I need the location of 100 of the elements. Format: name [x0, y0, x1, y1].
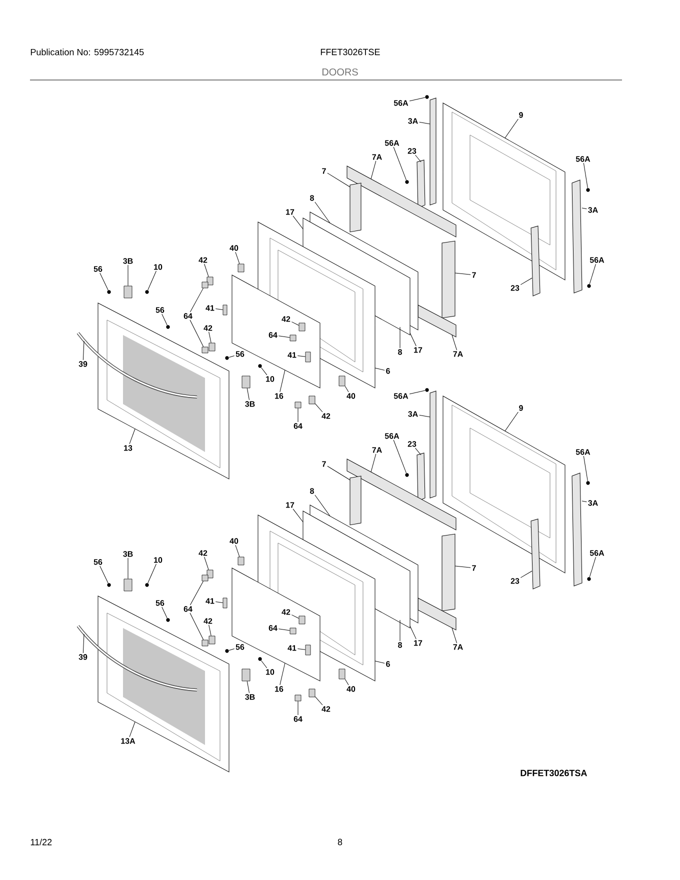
insulation-bar: [418, 598, 456, 630]
leader-line: [204, 264, 209, 278]
bracket: [124, 578, 132, 592]
callout-number: 56: [92, 265, 104, 273]
leader-line: [374, 660, 385, 664]
hinge: [530, 518, 540, 590]
model-number: FFET3026TSE: [320, 48, 380, 56]
bracket: [242, 376, 250, 388]
screw: [425, 95, 429, 99]
callout-number: 3B: [122, 257, 134, 265]
callout-number: 23: [406, 440, 418, 448]
leader-line: [190, 580, 204, 606]
callout-number: 56A: [392, 392, 410, 400]
door-panel: [98, 596, 230, 772]
leader-line: [327, 172, 350, 188]
callout-number: 42: [280, 608, 292, 616]
callout-number: 3A: [406, 117, 420, 125]
insulation-bar: [350, 182, 362, 232]
leader-line: [148, 270, 156, 290]
screw: [258, 364, 262, 368]
callout-number: 42: [202, 617, 214, 625]
leader-line: [190, 288, 204, 312]
pad: [202, 574, 208, 582]
leader-line: [292, 508, 304, 522]
callout-number: 64: [182, 605, 194, 613]
leader-line: [204, 556, 209, 570]
clip: [238, 556, 244, 566]
leader-line: [246, 680, 250, 694]
callout-number: 56A: [384, 432, 400, 440]
clip: [298, 616, 306, 624]
callout-number: 7A: [370, 446, 384, 454]
insulation-bar: [442, 240, 456, 318]
screw: [586, 481, 590, 485]
callout-number: 23: [510, 577, 520, 585]
leader-line: [100, 566, 108, 584]
leader-line: [100, 272, 108, 290]
callout-number: 3A: [586, 206, 600, 214]
leader-line: [246, 388, 250, 400]
callout-number: 3B: [122, 550, 134, 558]
page-number: 8: [338, 838, 342, 846]
callout-number: 56: [92, 558, 104, 566]
callout-number: 56A: [588, 549, 606, 557]
leader-line: [370, 454, 376, 472]
clip: [308, 688, 316, 698]
leader-line: [208, 332, 212, 344]
leader-line: [370, 160, 376, 180]
diagram-code: DFFET3026TSA: [520, 770, 587, 776]
leader-line: [409, 97, 426, 102]
trim-strip: [572, 180, 582, 294]
callout-number: 56A: [574, 155, 592, 163]
trim-strip: [430, 390, 436, 498]
screw: [587, 284, 591, 288]
publication-number: Publication No: 5995732145: [30, 48, 144, 56]
pad: [202, 346, 208, 354]
screw: [166, 618, 170, 622]
callout-number: 10: [264, 668, 276, 676]
leader-line: [452, 334, 457, 350]
callout-number: 16: [274, 685, 284, 693]
leader-line: [162, 314, 168, 326]
pad: [202, 640, 208, 646]
leader-line: [583, 456, 588, 482]
leader-line: [344, 386, 349, 392]
callout-number: 42: [280, 315, 292, 323]
bracket: [124, 286, 132, 298]
callout-number: 7A: [370, 153, 384, 161]
leader-line: [228, 355, 235, 358]
leader-line: [374, 368, 385, 370]
door-frame: [442, 396, 566, 574]
leader-line: [314, 403, 323, 412]
screw: [145, 290, 149, 294]
leader-line: [314, 696, 323, 706]
insulation-bar: [442, 534, 456, 612]
screw: [405, 473, 409, 477]
leader-line: [215, 602, 224, 603]
callout-number: 64: [292, 422, 304, 430]
pad: [202, 282, 208, 288]
callout-number: 56: [154, 599, 166, 607]
leader-line: [314, 202, 330, 224]
callout-number: 23: [510, 284, 520, 292]
screw: [425, 388, 429, 392]
leader-line: [129, 428, 136, 444]
leader-line: [415, 154, 422, 162]
date-code: 11/22: [30, 838, 52, 846]
callout-number: 13A: [120, 737, 136, 745]
leader-line: [410, 626, 416, 640]
leader-line: [589, 556, 596, 578]
callout-number: 23: [406, 147, 418, 155]
callout-number: 42: [202, 324, 214, 332]
glass-panel: [232, 274, 320, 388]
screw: [587, 577, 591, 581]
callout-number: 3B: [244, 693, 256, 701]
leader-line: [419, 122, 430, 124]
leader-line: [261, 367, 268, 376]
callout-number: 42: [198, 256, 208, 264]
clip: [298, 322, 306, 332]
leader-line: [190, 320, 204, 348]
leader-line: [190, 612, 204, 640]
screw: [405, 180, 409, 184]
door-frame: [442, 102, 566, 280]
callout-number: 56: [154, 306, 166, 314]
